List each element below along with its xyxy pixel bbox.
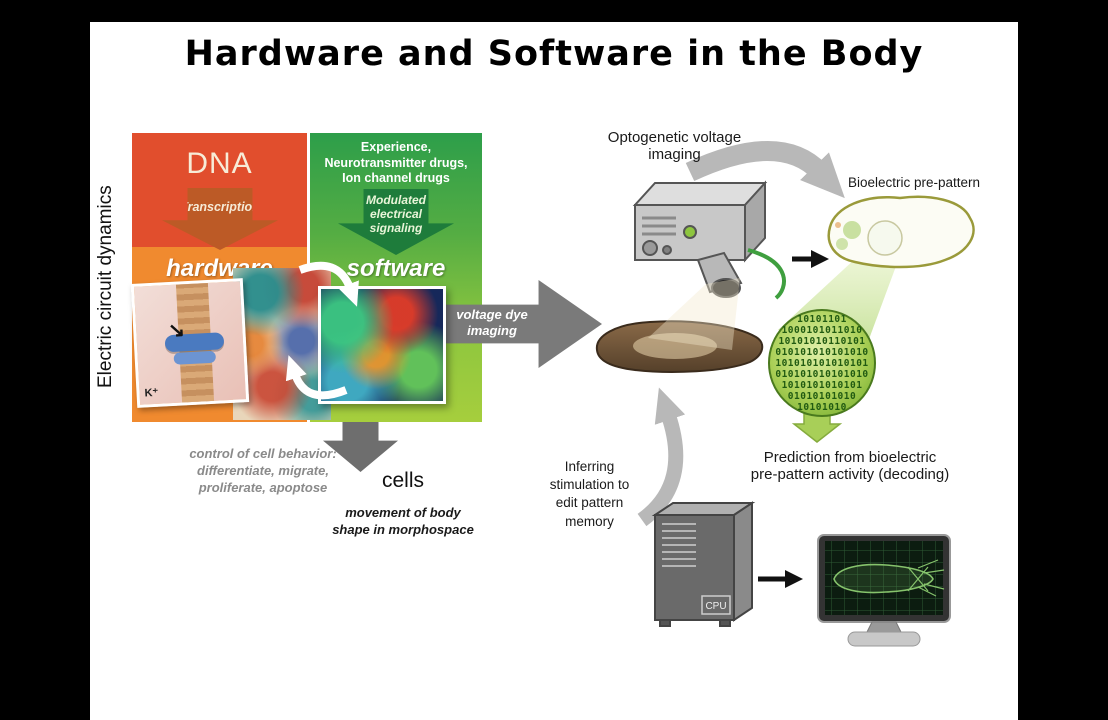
magnified-region-circle (867, 220, 903, 256)
planarian-worm (595, 320, 764, 373)
worm-wireframe (833, 559, 945, 597)
dna-label: DNA (186, 147, 253, 180)
voltage-map-photo (318, 286, 446, 404)
modulated-signaling-arrow: Modulated electrical signaling (338, 189, 454, 255)
modulated-signaling-label: Modulated electrical signaling (366, 193, 426, 235)
optogenetic-camera (632, 180, 786, 300)
camera-cable (747, 248, 786, 300)
camera-lens (696, 251, 743, 294)
potassium-ion-label: K⁺ (144, 386, 159, 400)
bioelectric-prepattern-blob (827, 195, 975, 269)
voltage-dye-imaging-label: voltage dye imaging (456, 307, 528, 338)
electric-circuit-dynamics-axis-label: Electric circuit dynamics (95, 185, 116, 388)
inferring-stimulation-label: Inferring stimulation to edit pattern me… (549, 459, 630, 529)
camera-led (683, 225, 697, 239)
transcription-label: Transcription (180, 200, 260, 214)
hardware-panel: DNA Transcription hardware (132, 133, 307, 422)
decode-down-arrow (791, 413, 843, 443)
bioelectric-prepattern-label: Bioelectric pre-pattern (848, 175, 981, 190)
cells-label: cells (381, 469, 424, 492)
ion-flow-arrow-icon: ↘ (167, 319, 186, 343)
ion-channel-graphic-2 (173, 351, 217, 366)
presentation-slide: Hardware and Software in the Body Electr… (90, 22, 1018, 720)
software-label: software (346, 255, 446, 282)
prediction-decoding-label: Prediction from bioelectric pre-pattern … (750, 449, 950, 483)
membrane-channel-photo: ↘ K⁺ (130, 278, 250, 408)
software-inputs-label: Experience, Neurotransmitter drugs, Ion … (324, 140, 468, 186)
cpu-label: CPU (705, 601, 726, 612)
simulation-monitor (817, 534, 951, 647)
computer-tower: CPU (651, 501, 756, 627)
morphospace-label: movement of body shape in morphospace (332, 505, 474, 537)
page-title: Hardware and Software in the Body (184, 34, 924, 74)
optogenetic-voltage-imaging-label: Optogenetic voltage imaging (607, 129, 742, 163)
binary-code-magnifier: 10101101 1000101011010 10101010110101 01… (768, 309, 876, 417)
imaging-light-beam (648, 278, 740, 350)
control-of-cell-behavior-label: control of cell behavior: differentiate,… (189, 446, 337, 495)
